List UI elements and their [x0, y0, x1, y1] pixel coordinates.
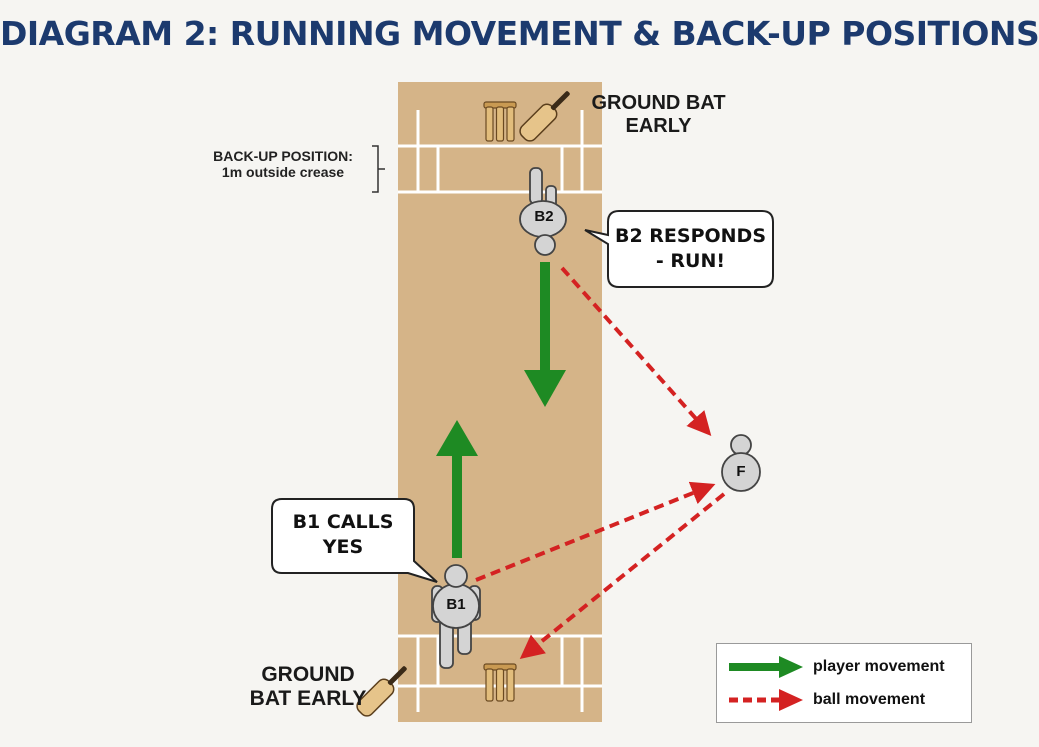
b1-label: B1 — [446, 596, 466, 613]
backup-bracket — [372, 145, 385, 193]
legend-player-movement: player movement — [729, 654, 945, 680]
b2-callout-bubble — [584, 210, 774, 288]
ball-arrow-to-stumps — [519, 492, 726, 660]
backup-position-line2: 1m outside crease — [221, 164, 345, 181]
diagram-canvas — [271, 82, 774, 722]
bottom-ground-bat-label: GROUND BAT EARLY — [238, 663, 378, 711]
top-crease-lines — [398, 110, 602, 194]
top-bat-icon — [519, 91, 570, 142]
bottom-ground-bat-line2: BAT EARLY — [249, 687, 367, 711]
legend: player movement ball movement — [716, 643, 972, 723]
bottom-bat-icon — [356, 666, 407, 717]
player-b1 — [431, 564, 481, 669]
ball-arrow-to-fielder-from-b1 — [475, 481, 716, 582]
fielder-label: F — [736, 463, 746, 480]
b2-callout-text: B2 RESPONDS - RUN! — [608, 224, 773, 273]
b1-callout-text: B1 CALLS YES — [272, 510, 414, 559]
ball-movement-arrows — [475, 266, 726, 660]
b1-run-arrow — [436, 420, 478, 558]
bottom-crease-lines — [398, 634, 602, 712]
backup-position-line1: BACK-UP POSITION: — [213, 148, 353, 164]
diagram-title: DIAGRAM 2: RUNNING MOVEMENT & BACK-UP PO… — [0, 14, 1039, 53]
top-ground-bat-line1: GROUND BAT — [591, 92, 726, 114]
top-stumps-icon — [483, 101, 517, 142]
legend-ball-movement-label: ball movement — [813, 691, 926, 708]
b2-run-arrow — [524, 262, 566, 407]
cricket-pitch — [398, 82, 602, 722]
b1-callout-line2: YES — [322, 535, 364, 558]
legend-player-movement-label: player movement — [813, 658, 945, 675]
player-b2 — [519, 167, 567, 256]
green-arrow-icon — [729, 656, 803, 678]
red-dashed-arrow-icon — [729, 689, 803, 711]
b1-callout-bubble — [271, 498, 438, 583]
b2-callout-line1: B2 RESPONDS — [614, 225, 767, 247]
fielder-f — [721, 434, 761, 492]
top-ground-bat-label: GROUND BAT EARLY — [586, 92, 731, 138]
b2-callout-line2: - RUN! — [655, 249, 726, 272]
legend-ball-movement: ball movement — [729, 687, 925, 713]
top-ground-bat-line2: EARLY — [625, 115, 692, 137]
b2-label: B2 — [534, 208, 554, 225]
bottom-ground-bat-line1: GROUND — [261, 663, 355, 686]
ball-arrow-to-fielder-from-b2 — [560, 266, 712, 436]
bottom-stumps-icon — [483, 663, 517, 702]
b1-callout-line1: B1 CALLS — [292, 511, 394, 533]
backup-position-label: BACK-UP POSITION: 1m outside crease — [196, 148, 370, 180]
